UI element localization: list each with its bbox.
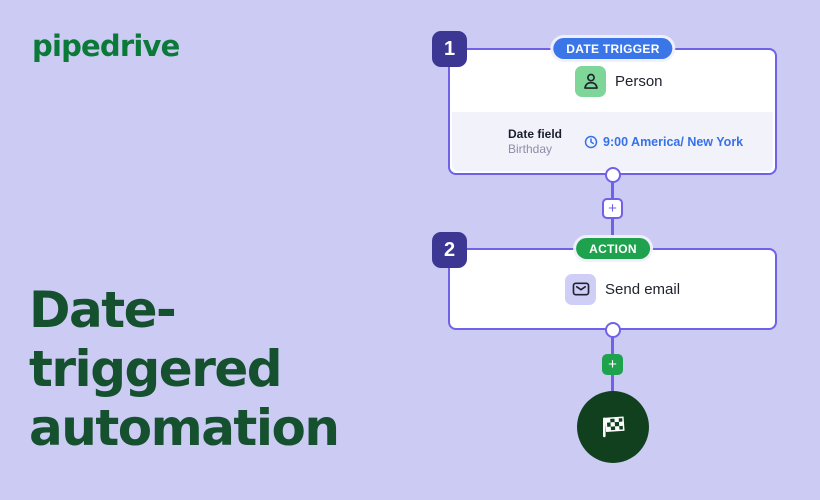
connector-handle xyxy=(605,167,621,183)
date-field-value: Birthday xyxy=(508,141,553,156)
trigger-entity-row: Person xyxy=(450,50,775,112)
add-end-step-button[interactable]: + xyxy=(602,354,623,375)
page-title: Date- triggered automation xyxy=(29,281,340,458)
page-title-line-3: automation xyxy=(29,399,340,457)
trigger-card[interactable]: Person Date field Birthday 9:00 America/… xyxy=(448,48,777,175)
time-setting[interactable]: 9:00 America/ New York xyxy=(584,135,743,149)
action-card[interactable]: Send email xyxy=(448,248,777,330)
date-field-group: Date field Birthday xyxy=(508,127,562,157)
pipedrive-logo: pipedrive xyxy=(32,29,180,63)
step-number-badge: 1 xyxy=(432,31,467,67)
mail-icon xyxy=(565,273,596,305)
step-number-badge: 2 xyxy=(432,232,467,268)
page-title-line-2: triggered xyxy=(29,340,283,398)
person-icon xyxy=(575,65,606,97)
trigger-type-badge: DATE TRIGGER xyxy=(553,38,673,59)
finish-flag-icon xyxy=(596,410,630,444)
page-title-line-1: Date- xyxy=(29,281,177,339)
date-field-label: Date field xyxy=(508,126,563,141)
connector-handle xyxy=(605,322,621,338)
action-entity-row: Send email xyxy=(450,250,775,328)
time-setting-label: 9:00 America/ New York xyxy=(603,134,744,149)
add-step-button[interactable]: + xyxy=(602,198,623,219)
action-type-badge: ACTION xyxy=(576,238,650,259)
clock-icon xyxy=(584,135,598,149)
action-entity-label: Send email xyxy=(605,280,681,298)
trigger-entity-label: Person xyxy=(615,72,663,90)
trigger-settings-row: Date field Birthday 9:00 America/ New Yo… xyxy=(452,112,773,171)
finish-node xyxy=(577,391,649,463)
